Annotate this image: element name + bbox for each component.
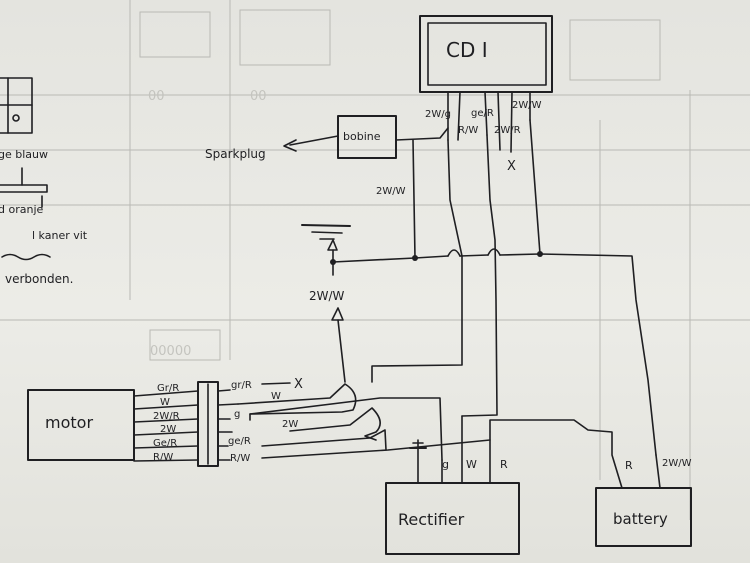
- cdi-pin-2wr: 2W/R: [494, 125, 521, 136]
- connector-wire-5: ge/R: [228, 436, 251, 447]
- connector-wire-4: 2W: [282, 419, 298, 430]
- cdi-unit: CD I 2W/g ge/R 2W/W R/W 2W/R X: [419, 15, 553, 174]
- cdi-unused-mark: X: [507, 159, 516, 174]
- legend: ge blauw d oranje l kaner vit verbonden.: [0, 77, 88, 286]
- motor-wire-6: R/W: [153, 452, 173, 463]
- bobine-box: [337, 115, 397, 159]
- motor-wire-2: W: [160, 397, 170, 408]
- connector-wire-2: W: [271, 391, 281, 402]
- rectifier-assembly: Rectifier g W R: [385, 415, 520, 555]
- motor-wire-4: 2W: [160, 424, 176, 435]
- motor-wire-5: Ge/R: [153, 438, 177, 449]
- battery-assembly: battery R 2W/W: [595, 454, 692, 547]
- battery-pin-r: R: [625, 459, 633, 472]
- background-print: 00 00 00000: [0, 0, 750, 520]
- motor-label: motor: [45, 413, 93, 432]
- battery-box: [595, 487, 692, 547]
- cdi-pin-ger: ge/R: [471, 108, 494, 119]
- connector-block: [197, 381, 219, 467]
- legend-line-1: ge blauw: [0, 148, 48, 161]
- sparkplug-label: Sparkplug: [205, 147, 266, 161]
- rectifier-pin-g: g: [442, 458, 449, 471]
- legend-line-3: l kaner vit: [32, 229, 88, 242]
- rectifier-pin-r: R: [500, 458, 508, 471]
- ground-wire-label: 2W/W: [309, 289, 345, 303]
- cdi-label: CD I: [446, 38, 488, 62]
- svg-text:00: 00: [250, 89, 267, 104]
- connector-wire-6: R/W: [230, 453, 250, 464]
- cdi-box: [419, 15, 553, 93]
- connector-unused-mark: X: [294, 377, 303, 392]
- cdi-pin-2ww: 2W/W: [512, 100, 542, 111]
- battery-label: battery: [613, 510, 668, 528]
- connector-wire-1: gr/R: [231, 380, 252, 391]
- legend-symbol-icon: [12, 114, 20, 122]
- rectifier-box: [385, 482, 520, 555]
- main-bus: [330, 119, 657, 456]
- svg-text:00000: 00000: [150, 344, 191, 359]
- rectifier-label: Rectifier: [398, 510, 465, 529]
- ground-symbol-icon: [301, 224, 351, 227]
- bobine-label: bobine: [343, 130, 381, 143]
- bobine-wire-label: 2W/W: [376, 186, 406, 197]
- motor-box: [27, 389, 135, 461]
- ignition-coil: bobine Sparkplug 2W/W: [205, 115, 449, 259]
- battery-pin-2ww: 2W/W: [662, 458, 692, 469]
- ground-assembly: 2W/W: [301, 224, 351, 383]
- motor-wire-3: 2W/R: [153, 411, 180, 422]
- motor-assembly: motor Gr/R W 2W/R 2W Ge/R R/W gr/R W g 2…: [27, 377, 623, 489]
- sparkplug-arrow-icon: [283, 139, 297, 152]
- motor-wire-1: Gr/R: [157, 383, 179, 394]
- legend-line-4: verbonden.: [5, 272, 73, 286]
- svg-text:00: 00: [148, 89, 165, 104]
- cdi-pin-rw: R/W: [458, 125, 478, 136]
- legend-line-2: d oranje: [0, 203, 44, 216]
- ground-arrow-icon: [331, 307, 344, 321]
- cdi-pin-2wg: 2W/g: [425, 109, 451, 120]
- connector-wire-3: g: [234, 409, 240, 420]
- rectifier-pin-w: W: [466, 458, 477, 471]
